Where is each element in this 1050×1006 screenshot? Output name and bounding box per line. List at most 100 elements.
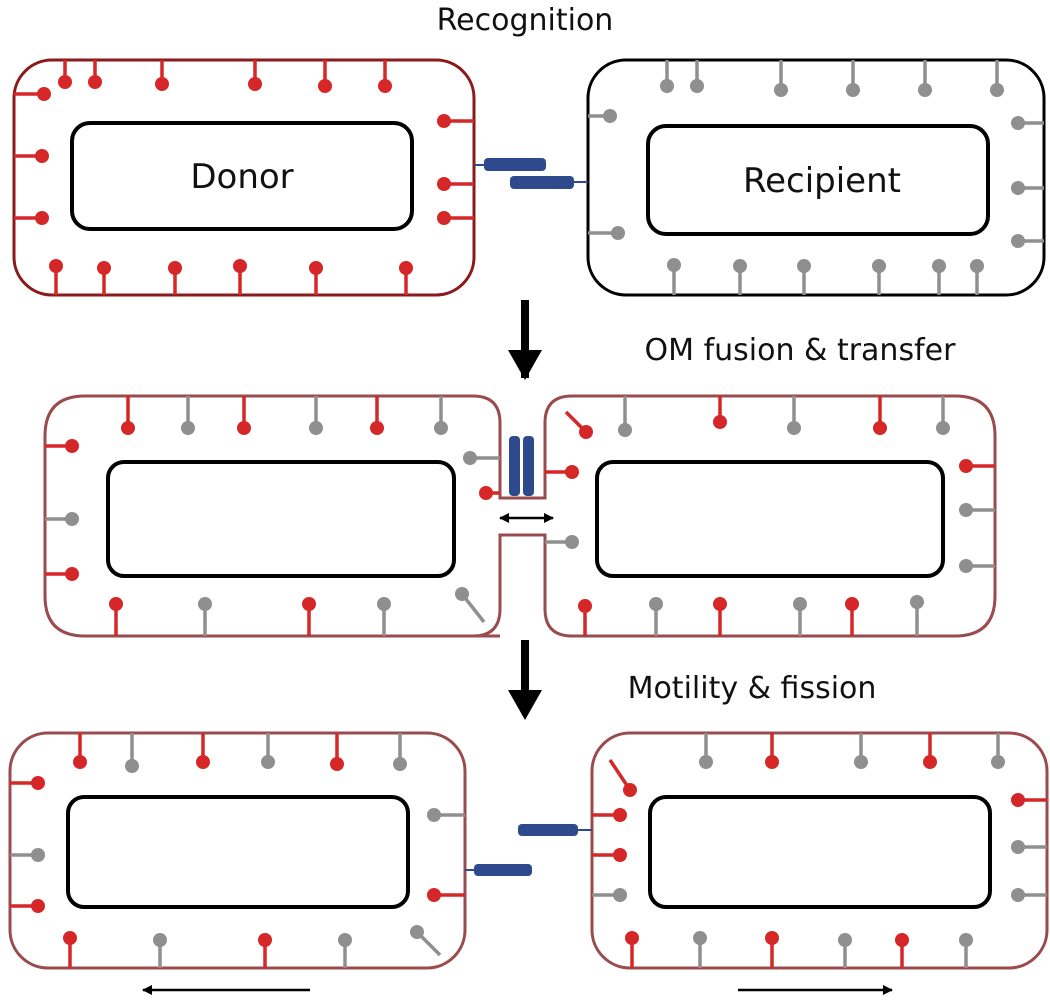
- donor-protein-head: [625, 931, 639, 945]
- donor-protein-head: [565, 465, 579, 479]
- left-cell-stage3: [8, 731, 532, 995]
- donor-protein-head: [309, 261, 323, 275]
- donor-protein-head: [37, 87, 51, 101]
- donor-protein-head: [302, 597, 316, 611]
- recipient-protein-head: [932, 259, 946, 273]
- donor-protein-head: [370, 421, 384, 435]
- right-cell-stage3: [518, 731, 1049, 995]
- donor-protein-head: [31, 899, 45, 913]
- donor-protein-head: [155, 77, 169, 91]
- donor-protein-head: [427, 888, 441, 902]
- donor-om-proteins: [14, 60, 474, 295]
- donor-protein-head: [765, 755, 779, 769]
- donor-protein-head: [578, 599, 592, 613]
- recipient-protein-head: [377, 597, 391, 611]
- recipient-protein-head: [463, 451, 477, 465]
- recipient-protein-head: [838, 933, 852, 947]
- left-inner-membrane: [106, 460, 456, 578]
- donor-protein-head: [713, 597, 727, 611]
- recipient-protein-head: [660, 79, 674, 93]
- left-receptor: [474, 864, 532, 876]
- fused-cells-stage2: [43, 394, 997, 638]
- recipient-protein-head: [565, 535, 579, 549]
- recipient-protein-head: [990, 83, 1004, 97]
- stage-label-fusion: OM fusion & transfer: [645, 333, 957, 368]
- donor-inner-membrane: [70, 121, 414, 231]
- donor-protein-head: [613, 808, 627, 822]
- donor-protein-head: [378, 79, 392, 93]
- donor-protein-head: [437, 114, 451, 128]
- donor-protein-head: [873, 421, 887, 435]
- recipient-protein-head: [393, 757, 407, 771]
- recipient-protein-head: [970, 259, 984, 273]
- stage-label-recognition: Recognition: [437, 3, 614, 38]
- donor-protein-head: [31, 776, 45, 790]
- recipient-receptor: [510, 176, 574, 189]
- recipient-protein-head: [793, 597, 807, 611]
- recipient-protein-head: [198, 597, 212, 611]
- donor-protein-head: [63, 931, 77, 945]
- fused-om-proteins: [45, 396, 995, 636]
- donor-protein-head: [845, 597, 859, 611]
- donor-protein-head: [49, 259, 63, 273]
- recipient-outer-membrane: [586, 58, 1046, 297]
- donor-protein-head: [330, 757, 344, 771]
- donor-label: Donor: [190, 157, 293, 197]
- donor-protein-head: [623, 783, 637, 797]
- recipient-protein-head: [872, 259, 886, 273]
- recipient-protein-head: [910, 595, 924, 609]
- recipient-protein-head: [959, 503, 973, 517]
- donor-receptor: [484, 158, 546, 171]
- recipient-protein-head: [603, 109, 617, 123]
- donor-protein-head: [613, 848, 627, 862]
- donor-protein-head: [959, 459, 973, 473]
- recipient-protein-head: [1011, 116, 1025, 130]
- recipient-protein-head: [309, 421, 323, 435]
- recipient-protein-head: [699, 755, 713, 769]
- recipient-om-proteins: [588, 60, 1044, 295]
- arrow-down-2-head: [508, 690, 542, 720]
- donor-outer-membrane: [12, 58, 476, 297]
- recipient-protein-head: [959, 933, 973, 947]
- arrow-down-1-head: [508, 350, 542, 380]
- donor-protein-head: [479, 486, 493, 500]
- recipient-label: Recipient: [743, 161, 901, 201]
- donor-protein-head: [65, 567, 79, 581]
- left-outer-membrane-stage3: [8, 731, 467, 970]
- recipient-protein-head: [125, 759, 139, 773]
- right-inner-membrane: [595, 460, 945, 578]
- fused-outer-membrane: [43, 394, 997, 638]
- recipient-protein-head: [31, 848, 45, 862]
- donor-protein-head: [35, 149, 49, 163]
- right-inner-membrane-stage3: [648, 795, 992, 909]
- right-receptor: [518, 824, 578, 836]
- recipient-protein-head: [667, 258, 681, 272]
- recipient-protein-head: [1011, 888, 1025, 902]
- donor-protein-head: [399, 261, 413, 275]
- left-om-proteins-stage3: [10, 733, 465, 968]
- recipient-cell-stage1: Recipient: [586, 58, 1046, 297]
- recipient-protein-head: [854, 755, 868, 769]
- recipient-protein-head: [455, 587, 469, 601]
- recipient-protein-head: [261, 755, 275, 769]
- recipient-protein-head: [1011, 181, 1025, 195]
- recipient-protein-head: [733, 259, 747, 273]
- recipient-protein-head: [797, 259, 811, 273]
- donor-protein-head: [109, 597, 123, 611]
- recipient-protein-head: [1011, 234, 1025, 248]
- donor-protein-head: [88, 75, 102, 89]
- recipient-protein-head: [338, 933, 352, 947]
- donor-protein-head: [248, 77, 262, 91]
- donor-protein-head: [233, 259, 247, 273]
- recognition-receptors: [474, 158, 588, 189]
- donor-protein-head: [437, 211, 451, 225]
- donor-protein-head: [258, 933, 272, 947]
- donor-protein-head: [713, 415, 727, 429]
- recipient-protein-head: [649, 597, 663, 611]
- recipient-protein-head: [1011, 840, 1025, 854]
- donor-protein-head: [579, 425, 593, 439]
- recipient-protein-head: [918, 83, 932, 97]
- donor-protein-head: [58, 75, 72, 89]
- stage-label-fission: Motility & fission: [628, 671, 877, 706]
